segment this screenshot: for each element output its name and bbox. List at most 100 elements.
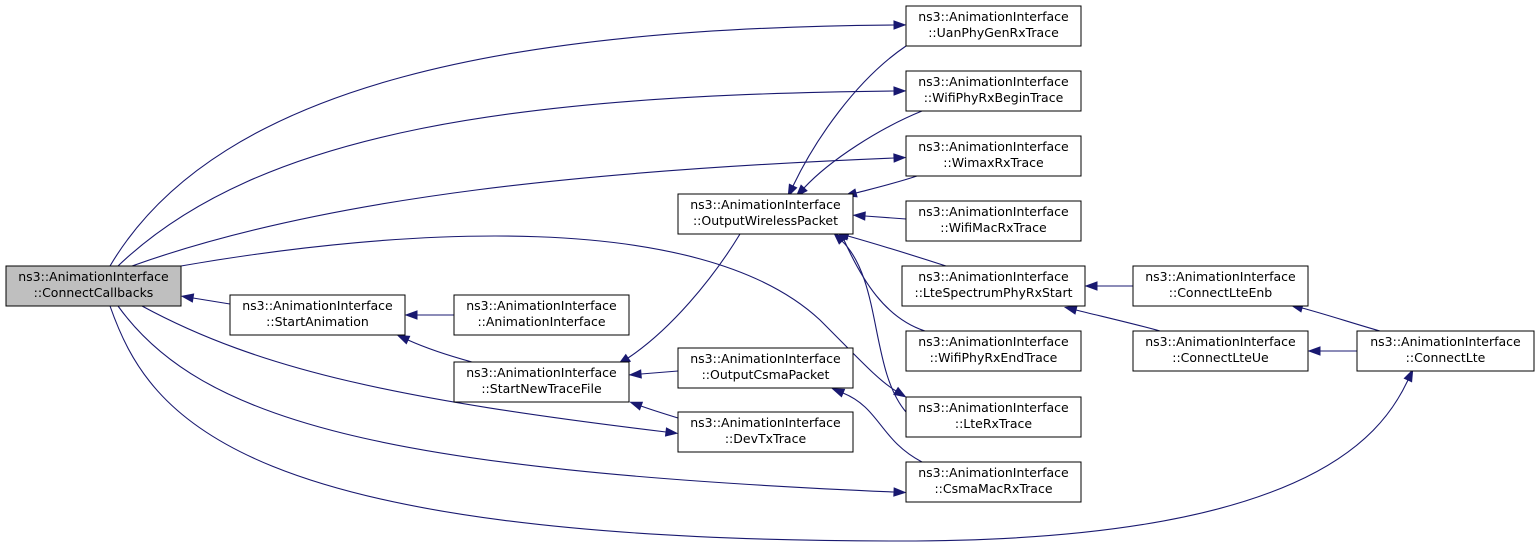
edge-line (640, 370, 679, 375)
node-box (229, 294, 406, 336)
arrow-head-icon (1063, 305, 1078, 315)
edge-line (131, 157, 895, 267)
arrow-head-icon (1403, 368, 1414, 383)
node-namespace-label: ns3::AnimationInterface (690, 415, 841, 430)
edge-line (842, 392, 923, 463)
node-dev-tx-trace[interactable]: ns3::AnimationInterface::DevTxTrace (677, 411, 854, 453)
node-connect-lte-enb[interactable]: ns3::AnimationInterface::ConnectLteEnb (1132, 265, 1309, 307)
edge-dev-tx-trace-to-start-new-trace-file (629, 401, 679, 419)
node-output-wireless-packet[interactable]: ns3::AnimationInterface::OutputWirelessP… (677, 193, 854, 235)
node-start-new-trace-file[interactable]: ns3::AnimationInterface::StartNewTraceFi… (453, 361, 630, 403)
node-method-label: ::UanPhyGenRxTrace (928, 25, 1059, 40)
node-box (905, 135, 1082, 177)
node-namespace-label: ns3::AnimationInterface (918, 204, 1069, 219)
node-box (677, 411, 854, 453)
node-start-animation[interactable]: ns3::AnimationInterface::StartAnimation (229, 294, 406, 336)
edge-output-csma-packet-to-start-new-trace-file (628, 369, 679, 379)
arrow-head-icon (664, 427, 679, 437)
arrow-head-icon (893, 487, 907, 497)
arrow-head-icon (831, 388, 846, 398)
node-namespace-label: ns3::AnimationInterface (918, 465, 1069, 480)
node-animation-interface[interactable]: ns3::AnimationInterface::AnimationInterf… (453, 294, 630, 336)
node-csma-mac-rx-trace[interactable]: ns3::AnimationInterface::CsmaMacRxTrace (905, 461, 1082, 503)
node-method-label: ::OutputWirelessPacket (693, 213, 838, 228)
node-method-label: ::CsmaMacRxTrace (934, 481, 1052, 496)
node-uan-phy-gen-rx-trace[interactable]: ns3::AnimationInterface::UanPhyGenRxTrac… (905, 5, 1082, 47)
node-lte-rx-trace[interactable]: ns3::AnimationInterface::LteRxTrace (905, 396, 1082, 438)
edge-connect-callbacks-to-csma-mac-rx-trace (117, 305, 907, 497)
node-namespace-label: ns3::AnimationInterface (1370, 334, 1521, 349)
node-box (453, 294, 630, 336)
edge-animation-interface-to-start-animation (404, 310, 454, 320)
arrow-head-icon (787, 183, 798, 198)
node-method-label: ::DevTxTrace (725, 431, 807, 446)
edge-wifi-mac-rx-trace-to-output-wireless-packet (852, 211, 907, 221)
edge-wimax-rx-trace-to-output-wireless-packet (843, 175, 918, 198)
arrow-head-icon (833, 232, 846, 245)
edge-connect-lte-to-connect-lte-enb (1289, 303, 1381, 332)
node-method-label: ::ConnectLteEnb (1169, 285, 1272, 300)
edge-connect-callbacks-to-dev-tx-trace (141, 305, 679, 437)
edge-line (855, 175, 918, 194)
arrow-head-icon (893, 153, 907, 163)
node-box (905, 200, 1082, 242)
edge-line (627, 233, 741, 359)
edge-line (407, 339, 473, 363)
node-namespace-label: ns3::AnimationInterface (918, 9, 1069, 24)
node-box (1132, 330, 1309, 372)
edge-line (109, 305, 1409, 542)
node-wifi-phy-rx-end-trace[interactable]: ns3::AnimationInterface::WifiPhyRxEndTra… (905, 330, 1082, 372)
arrow-head-icon (1307, 346, 1321, 356)
arrow-head-icon (852, 211, 866, 221)
edge-line (640, 405, 679, 419)
node-box (905, 330, 1082, 372)
node-lte-spectrum-phy-rx-start[interactable]: ns3::AnimationInterface::LteSpectrumPhyR… (901, 265, 1086, 307)
node-box (905, 70, 1082, 112)
edge-connect-callbacks-to-lte-rx-trace (180, 235, 907, 398)
edge-connect-callbacks-to-wifi-phy-rx-begin-trace (117, 86, 907, 267)
node-wifi-mac-rx-trace[interactable]: ns3::AnimationInterface::WifiMacRxTrace (905, 200, 1082, 242)
node-method-label: ::AnimationInterface (477, 314, 605, 329)
node-connect-lte[interactable]: ns3::AnimationInterface::ConnectLte (1356, 330, 1535, 372)
node-box (677, 193, 854, 235)
node-box (453, 361, 630, 403)
node-wifi-phy-rx-begin-trace[interactable]: ns3::AnimationInterface::WifiPhyRxBeginT… (905, 70, 1082, 112)
node-method-label: ::ConnectLte (1406, 350, 1486, 365)
node-method-label: ::LteSpectrumPhyRxStart (914, 285, 1072, 300)
node-box (1132, 265, 1309, 307)
node-namespace-label: ns3::AnimationInterface (466, 298, 617, 313)
node-box (905, 461, 1082, 503)
edge-line (1301, 307, 1381, 332)
node-namespace-label: ns3::AnimationInterface (690, 197, 841, 212)
edge-connect-lte-enb-to-lte-spectrum-phy-rx-start (1084, 281, 1133, 291)
edge-line (117, 305, 895, 493)
node-connect-callbacks[interactable]: ns3::AnimationInterface::ConnectCallback… (5, 265, 182, 307)
node-namespace-label: ns3::AnimationInterface (1145, 269, 1296, 284)
node-method-label: ::WifiPhyRxEndTrace (930, 350, 1058, 365)
node-output-csma-packet[interactable]: ns3::AnimationInterface::OutputCsmaPacke… (677, 347, 854, 389)
node-method-label: ::LteRxTrace (955, 416, 1033, 431)
node-wimax-rx-trace[interactable]: ns3::AnimationInterface::WimaxRxTrace (905, 135, 1082, 177)
node-method-label: ::WimaxRxTrace (943, 155, 1044, 170)
edge-start-new-trace-file-to-start-animation (396, 334, 473, 363)
edge-line (180, 235, 897, 392)
node-connect-lte-ue[interactable]: ns3::AnimationInterface::ConnectLteUe (1132, 330, 1309, 372)
node-namespace-label: ns3::AnimationInterface (18, 269, 169, 284)
node-method-label: ::WifiMacRxTrace (940, 220, 1047, 235)
edge-line (803, 110, 923, 189)
node-box (5, 265, 182, 307)
edge-line (117, 90, 895, 267)
edge-connect-callbacks-to-uan-phy-gen-rx-trace (109, 20, 907, 267)
node-box (901, 265, 1086, 307)
node-namespace-label: ns3::AnimationInterface (690, 351, 841, 366)
edge-line (843, 239, 926, 332)
node-method-label: ::ConnectCallbacks (34, 285, 154, 300)
node-namespace-label: ns3::AnimationInterface (918, 334, 1069, 349)
edge-uan-phy-gen-rx-trace-to-output-wireless-packet (787, 45, 907, 198)
edge-connect-lte-ue-to-lte-spectrum-phy-rx-start (1063, 305, 1161, 332)
arrow-head-icon (404, 310, 418, 320)
arrow-head-icon (396, 334, 411, 345)
arrow-head-icon (795, 184, 808, 198)
edge-line (192, 297, 231, 305)
